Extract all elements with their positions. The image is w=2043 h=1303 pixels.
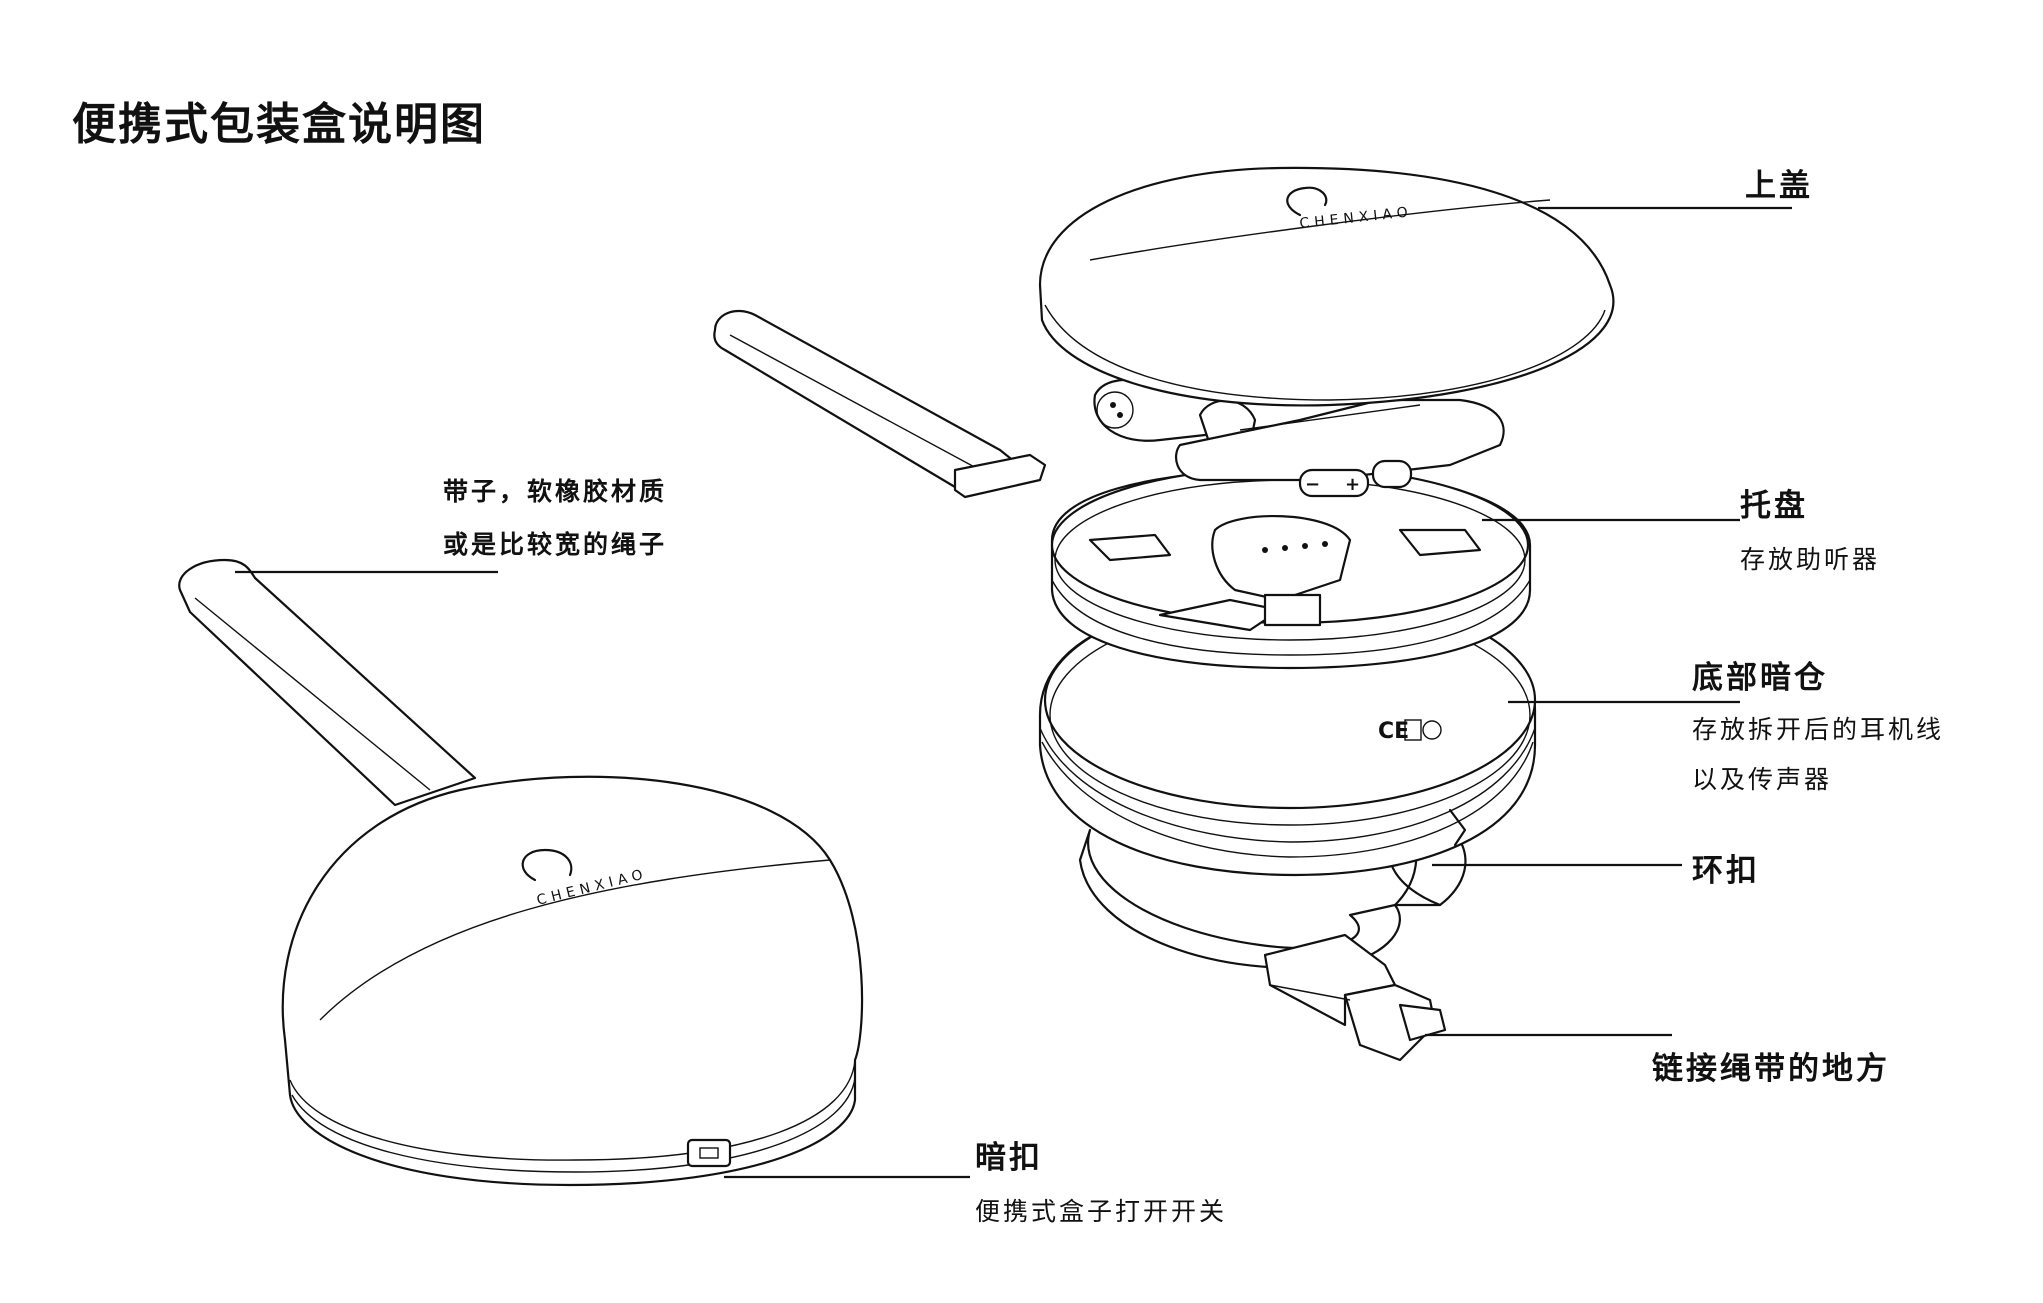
top-cover-drawing: CHENXIAO: [1038, 166, 1615, 407]
svg-text:−: −: [1305, 474, 1320, 495]
svg-text:+: +: [1345, 474, 1360, 495]
svg-text:CE: CE: [1378, 719, 1409, 744]
label-bottom-desc-1: 存放拆开后的耳机线: [1692, 715, 1945, 744]
closed-case-view: CHENXIAO: [178, 558, 864, 1187]
hearing-aid-drawing: − +: [1093, 378, 1505, 498]
tray-drawing: [1050, 465, 1532, 670]
leader-lines: [235, 206, 1792, 1179]
exploded-view: CE: [713, 166, 1615, 1062]
detached-strap-drawing: [713, 309, 1047, 499]
label-top-cover: 上盖: [1745, 168, 1813, 204]
case-strap-drawing: [178, 558, 477, 807]
strap-connector-drawing: [1263, 933, 1447, 1062]
label-strap-2: 或是比较宽的绳子: [443, 530, 668, 559]
label-strap-1: 带子，软橡胶材质: [443, 477, 668, 506]
label-bottom-desc-2: 以及传声器: [1692, 765, 1833, 794]
label-hidden-clasp-desc: 便携式盒子打开开关: [975, 1197, 1228, 1226]
label-bottom-compartment: 底部暗仓: [1692, 660, 1828, 696]
case-body-drawing: CHENXIAO: [281, 775, 864, 1187]
label-hidden-clasp: 暗扣: [975, 1140, 1043, 1176]
label-strap-joint: 链接绳带的地方: [1652, 1051, 1890, 1087]
label-ring-buckle: 环扣: [1692, 853, 1760, 889]
diagram-title: 便携式包装盒说明图: [72, 99, 486, 150]
label-tray: 托盘: [1740, 488, 1808, 524]
label-tray-desc: 存放助听器: [1740, 545, 1881, 574]
